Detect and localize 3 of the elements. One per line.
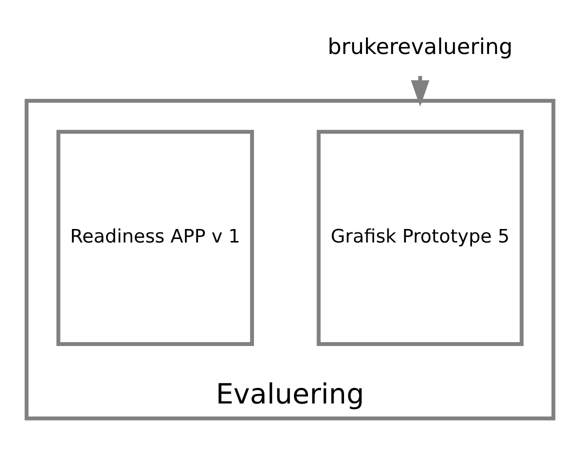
node-text: brukerevaluering xyxy=(328,34,513,60)
node-box: Readiness APP v 1 xyxy=(56,130,254,346)
node-box: Grafisk Prototype 5 xyxy=(316,130,524,346)
